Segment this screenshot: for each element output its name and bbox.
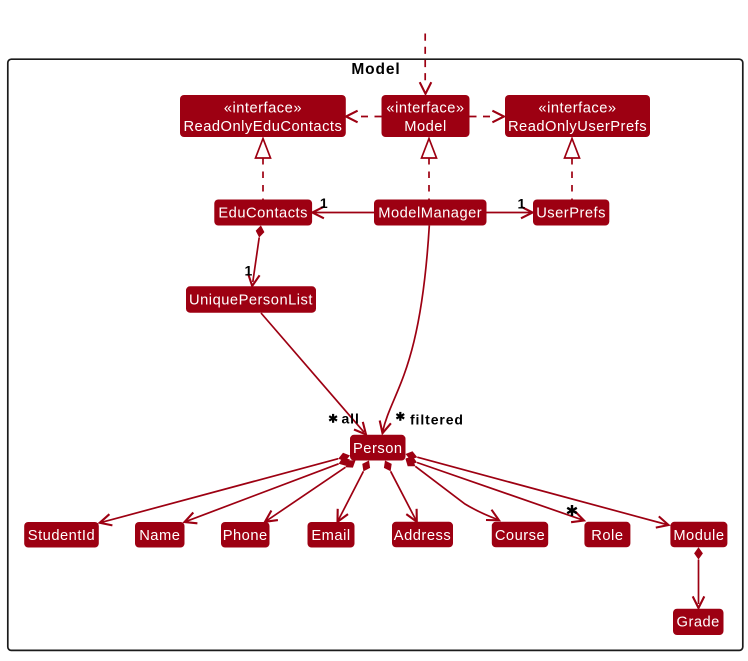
- svg-text:ModelManager: ModelManager: [378, 206, 482, 222]
- svg-text:1: 1: [245, 263, 254, 279]
- svg-text:«interface»: «interface»: [224, 101, 302, 117]
- svg-text:UserPrefs: UserPrefs: [536, 206, 606, 222]
- svg-text:ReadOnlyEduContacts: ReadOnlyEduContacts: [183, 119, 342, 135]
- svg-text:Model: Model: [351, 61, 400, 78]
- svg-text:Phone: Phone: [223, 528, 268, 544]
- svg-text:ReadOnlyUserPrefs: ReadOnlyUserPrefs: [508, 119, 647, 135]
- svg-text:Course: Course: [495, 528, 545, 544]
- svg-text:1: 1: [320, 195, 329, 211]
- svg-text:Email: Email: [311, 528, 350, 544]
- svg-text:EduContacts: EduContacts: [218, 206, 308, 222]
- svg-text:Person: Person: [353, 441, 403, 457]
- svg-text:Grade: Grade: [677, 615, 720, 631]
- svg-text:all: all: [342, 411, 360, 427]
- svg-text:Model: Model: [404, 119, 447, 135]
- svg-text:filtered: filtered: [410, 412, 464, 428]
- svg-text:StudentId: StudentId: [28, 528, 95, 544]
- svg-text:«interface»: «interface»: [386, 101, 464, 117]
- svg-text:Module: Module: [673, 528, 724, 544]
- svg-text:UniquePersonList: UniquePersonList: [189, 292, 313, 308]
- svg-text:Role: Role: [591, 528, 623, 544]
- svg-text:Address: Address: [394, 528, 451, 544]
- svg-text:«interface»: «interface»: [538, 101, 616, 117]
- svg-text:1: 1: [518, 195, 527, 211]
- svg-text:Name: Name: [139, 528, 180, 544]
